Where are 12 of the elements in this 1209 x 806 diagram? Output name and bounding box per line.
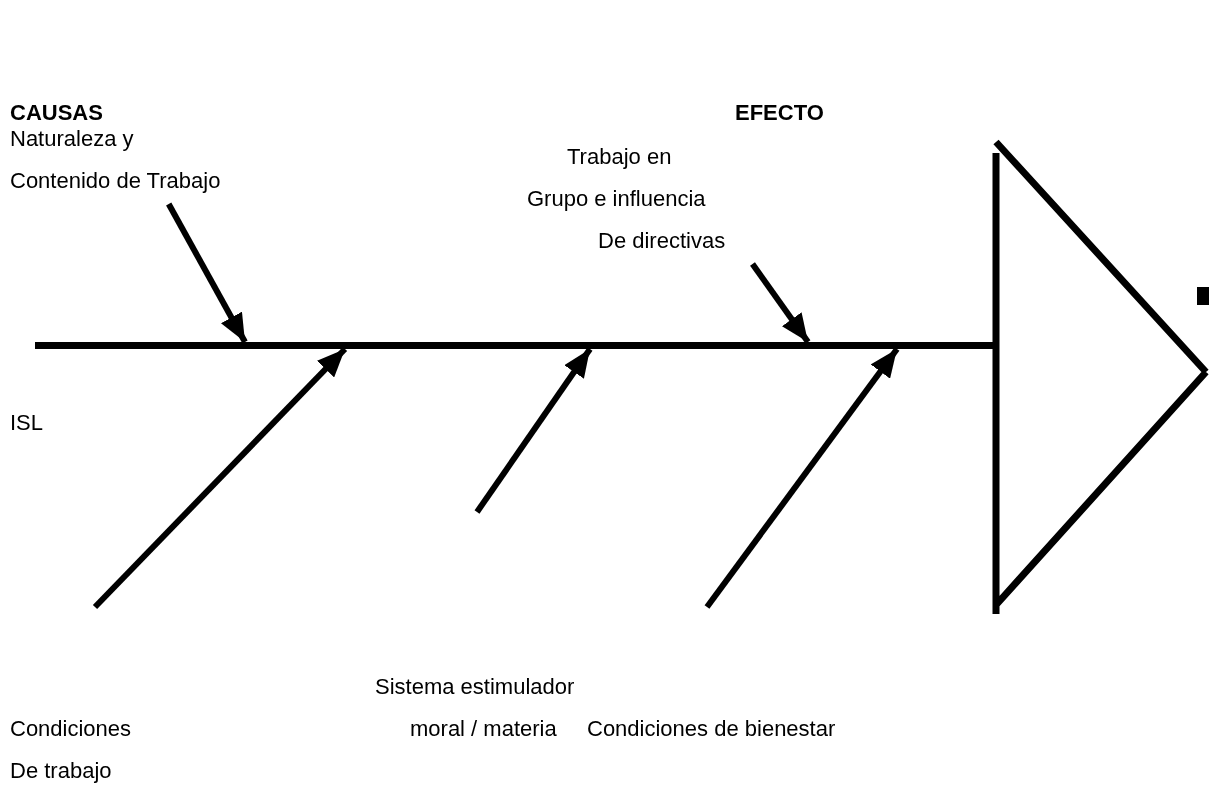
heading: CAUSAS xyxy=(10,99,103,127)
cause-label: ISL xyxy=(10,409,44,437)
cause-label: Condiciones De trabajo xyxy=(10,715,132,785)
cause-label: Sistema estimulador moral / materia xyxy=(375,673,575,743)
arrow xyxy=(474,347,593,514)
heading: EFECTO xyxy=(735,99,824,127)
cause-label: Condiciones de bienestar xyxy=(587,715,836,743)
cause-label: Trabajo en Grupo e influencia De directivas xyxy=(527,136,726,262)
arrow xyxy=(704,347,900,609)
arrow xyxy=(750,262,811,344)
arrow xyxy=(166,202,248,344)
arrow xyxy=(92,346,348,610)
